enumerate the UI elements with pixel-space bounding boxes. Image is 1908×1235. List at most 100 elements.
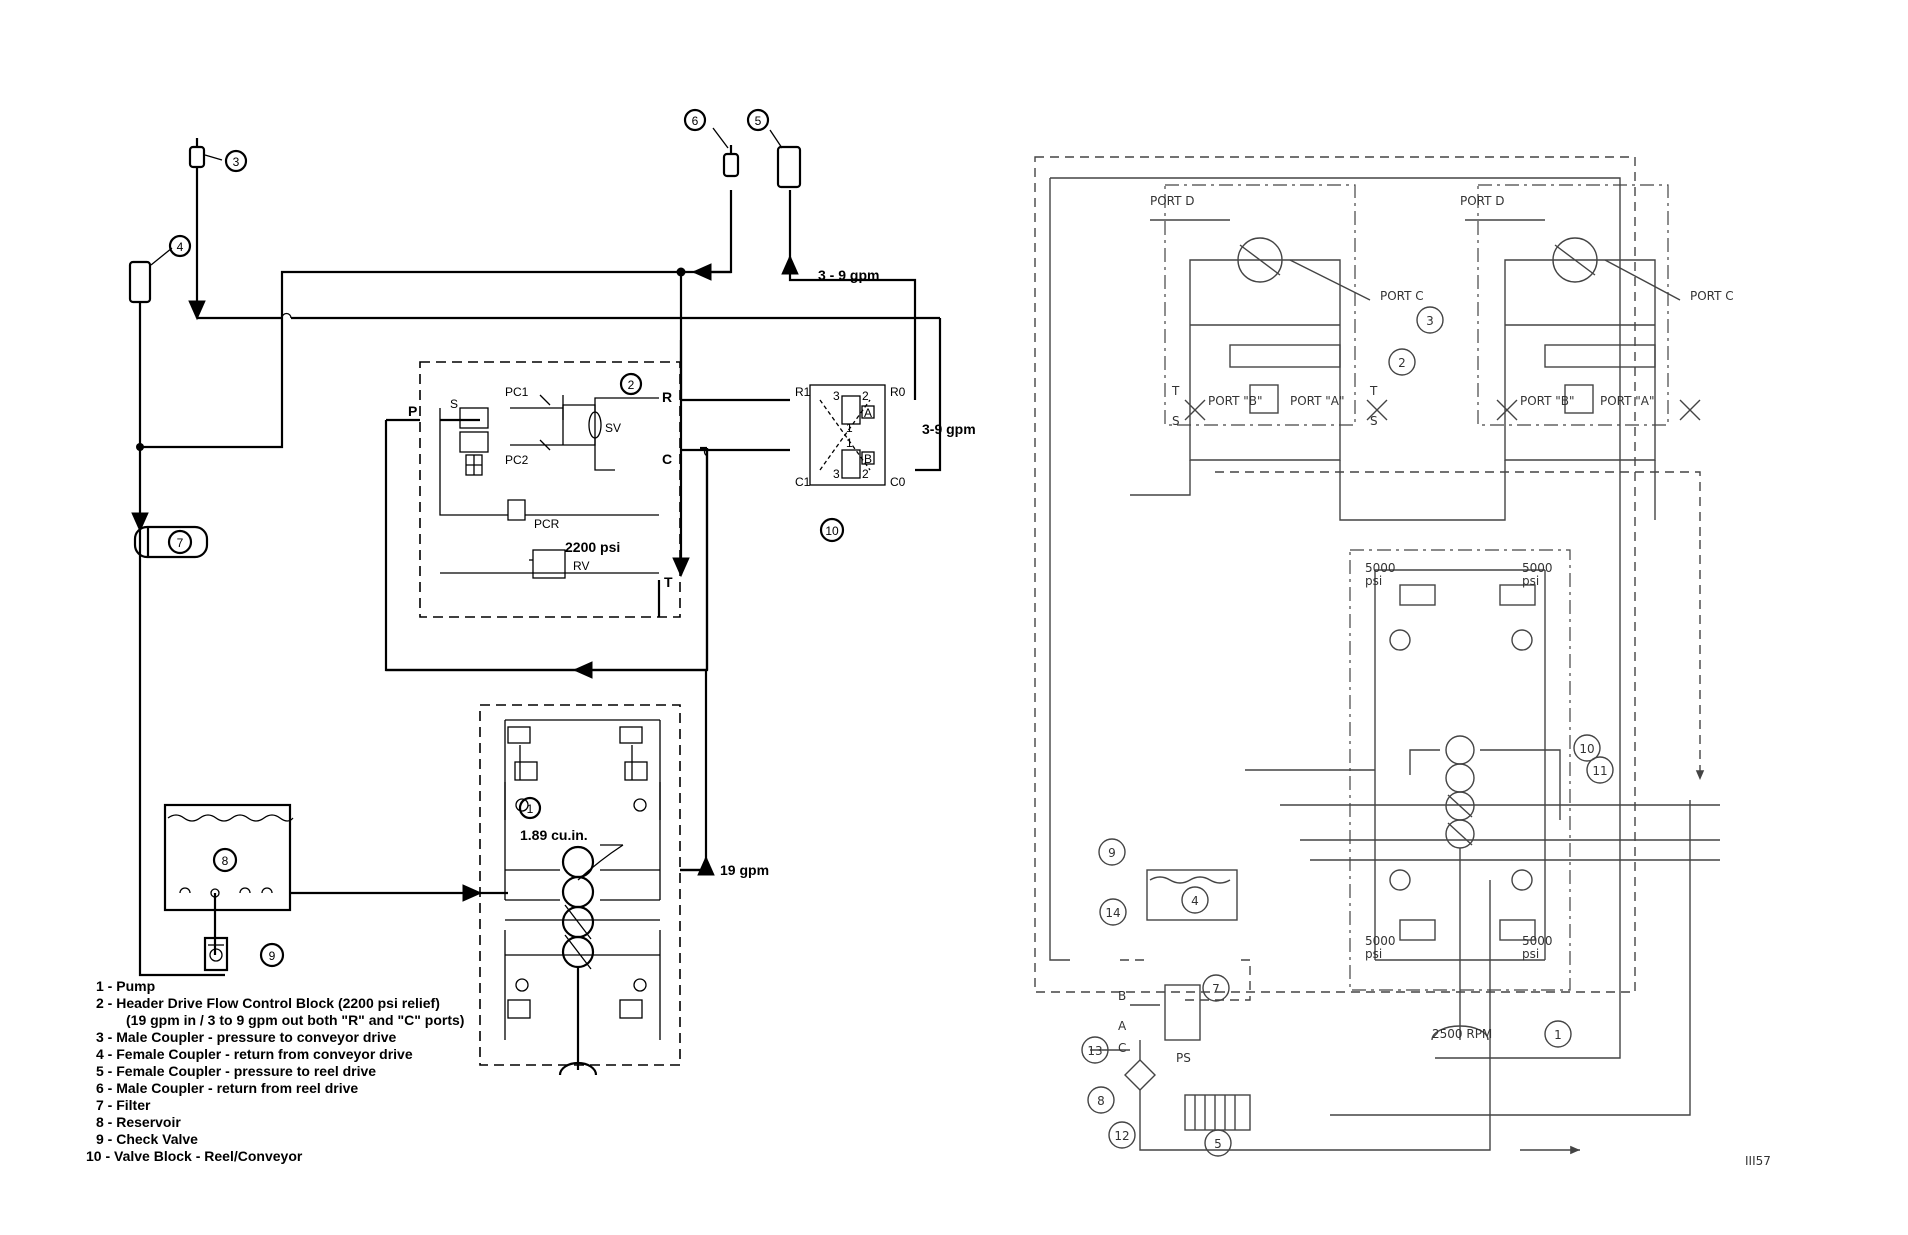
legend-item: 3 - Male Coupler - pressure to conveyor … <box>96 1029 397 1045</box>
left-labels: 3 4 5 6 7 8 9 2 1 10 3 - 9 gpm 3-9 gpm 1… <box>177 114 976 963</box>
valve-r1: R1 <box>795 385 811 399</box>
speed-label: 2500 RPM <box>1432 1027 1492 1041</box>
left-callouts <box>167 108 845 968</box>
port-b-label: PORT "B" <box>1520 394 1575 408</box>
legend-item: (19 gpm in / 3 to 9 gpm out both "R" and… <box>126 1012 464 1028</box>
valve-a: A <box>864 406 872 420</box>
right-callouts <box>1081 306 1614 1157</box>
legend-item: 1 - Pump <box>96 978 155 994</box>
comp-sv: SV <box>605 421 621 435</box>
callout-5: 5 <box>755 114 762 128</box>
port-p: P <box>408 403 417 419</box>
left-schematic <box>128 127 942 1076</box>
comp-pc1: PC1 <box>505 385 529 399</box>
valve-3b: 3 <box>833 467 840 481</box>
port-c-label: PORT C <box>1690 289 1734 303</box>
flow-pump-label: 19 gpm <box>720 862 769 878</box>
r-callout-2: 2 <box>1398 356 1406 370</box>
comp-pcr: PCR <box>534 517 560 531</box>
callout-3: 3 <box>233 155 240 169</box>
filter-7 <box>133 525 209 559</box>
comp-pc2: PC2 <box>505 453 529 467</box>
valve-mark-c: C <box>1118 1041 1126 1055</box>
callout-9: 9 <box>269 949 276 963</box>
comp-rv: RV <box>573 559 589 573</box>
callout-1: 1 <box>527 802 534 816</box>
relief-5000-2: 5000 <box>1522 561 1553 575</box>
valve-mark-b: B <box>1118 989 1126 1003</box>
valve-1a: 1 <box>846 421 853 435</box>
female-coupler-5 <box>769 129 802 189</box>
legend-item: 2 - Header Drive Flow Control Block (220… <box>96 995 440 1011</box>
relief-psi: psi <box>1365 947 1382 961</box>
flow-top-label: 3 - 9 gpm <box>818 267 879 283</box>
r-callout-14: 14 <box>1105 906 1120 920</box>
callout-10: 10 <box>825 524 839 538</box>
relief-psi: psi <box>1522 947 1539 961</box>
right-schematic <box>1034 156 1720 1155</box>
valve-1b: 1 <box>846 436 853 450</box>
male-coupler-6 <box>712 127 740 178</box>
legend: 1 - Pump 2 - Header Drive Flow Control B… <box>86 978 464 1164</box>
legend-item: 8 - Reservoir <box>96 1114 181 1130</box>
port-a-label: PORT "A" <box>1290 394 1345 408</box>
valve-c1: C1 <box>795 475 811 489</box>
port-s-label: S <box>1172 414 1180 428</box>
legend-item: 6 - Male Coupler - return from reel driv… <box>96 1080 358 1096</box>
legend-item: 10 - Valve Block - Reel/Conveyor <box>86 1148 303 1164</box>
port-t-label: T <box>1171 384 1180 398</box>
callout-2: 2 <box>628 378 635 392</box>
callout-8: 8 <box>222 854 229 868</box>
r-callout-13: 13 <box>1087 1044 1102 1058</box>
pump-displacement-label: 1.89 cu.in. <box>520 827 588 843</box>
port-r: R <box>662 389 672 405</box>
port-d-label: PORT D <box>1150 194 1195 208</box>
valve-b: B <box>864 452 872 466</box>
r-callout-7: 7 <box>1212 982 1220 996</box>
relief-5000-1: 5000 <box>1365 561 1396 575</box>
comp-s: S <box>450 397 458 411</box>
relief-psi: psi <box>1365 574 1382 588</box>
port-s-label: S <box>1370 414 1378 428</box>
valve-mark-a: A <box>1118 1019 1127 1033</box>
female-coupler-4 <box>128 247 173 304</box>
check-valve-9 <box>203 936 229 972</box>
legend-item: 7 - Filter <box>96 1097 151 1113</box>
port-t-label: T <box>1369 384 1378 398</box>
callout-6: 6 <box>692 114 699 128</box>
male-coupler-3 <box>188 138 223 321</box>
r-callout-12: 12 <box>1114 1129 1129 1143</box>
callout-7: 7 <box>177 536 184 550</box>
valve-2a: 2 <box>862 389 869 403</box>
r-callout-1: 1 <box>1554 1028 1562 1042</box>
port-c-label: PORT C <box>1380 289 1424 303</box>
port-c: C <box>662 451 672 467</box>
r-callout-4: 4 <box>1191 894 1199 908</box>
reservoir-8 <box>163 803 294 912</box>
relief-5000-4: 5000 <box>1522 934 1553 948</box>
r-callout-8: 8 <box>1097 1094 1105 1108</box>
r-callout-11: 11 <box>1592 764 1607 778</box>
valve-block-10 <box>809 384 886 486</box>
valve-3a: 3 <box>833 389 840 403</box>
relief-pressure-label: 2200 psi <box>565 539 620 555</box>
port-a-label: PORT "A" <box>1600 394 1655 408</box>
valve-2b: 2 <box>862 467 869 481</box>
legend-item: 9 - Check Valve <box>96 1131 198 1147</box>
relief-5000-3: 5000 <box>1365 934 1396 948</box>
port-d-label: PORT D <box>1460 194 1505 208</box>
callout-4: 4 <box>177 240 184 254</box>
valve-r0: R0 <box>890 385 906 399</box>
relief-psi: psi <box>1522 574 1539 588</box>
pump-block-1 <box>479 704 681 1066</box>
legend-item: 4 - Female Coupler - return from conveyo… <box>96 1046 413 1062</box>
r-callout-5: 5 <box>1214 1137 1222 1151</box>
legend-item: 5 - Female Coupler - pressure to reel dr… <box>96 1063 376 1079</box>
port-b-label: PORT "B" <box>1208 394 1263 408</box>
flow-right-label: 3-9 gpm <box>922 421 976 437</box>
right-labels: 1 2 3 4 5 7 8 9 10 11 12 13 14 PORT D PO… <box>1087 194 1771 1168</box>
r-callout-9: 9 <box>1108 846 1116 860</box>
r-callout-10: 10 <box>1579 742 1594 756</box>
port-t: T <box>664 574 673 590</box>
